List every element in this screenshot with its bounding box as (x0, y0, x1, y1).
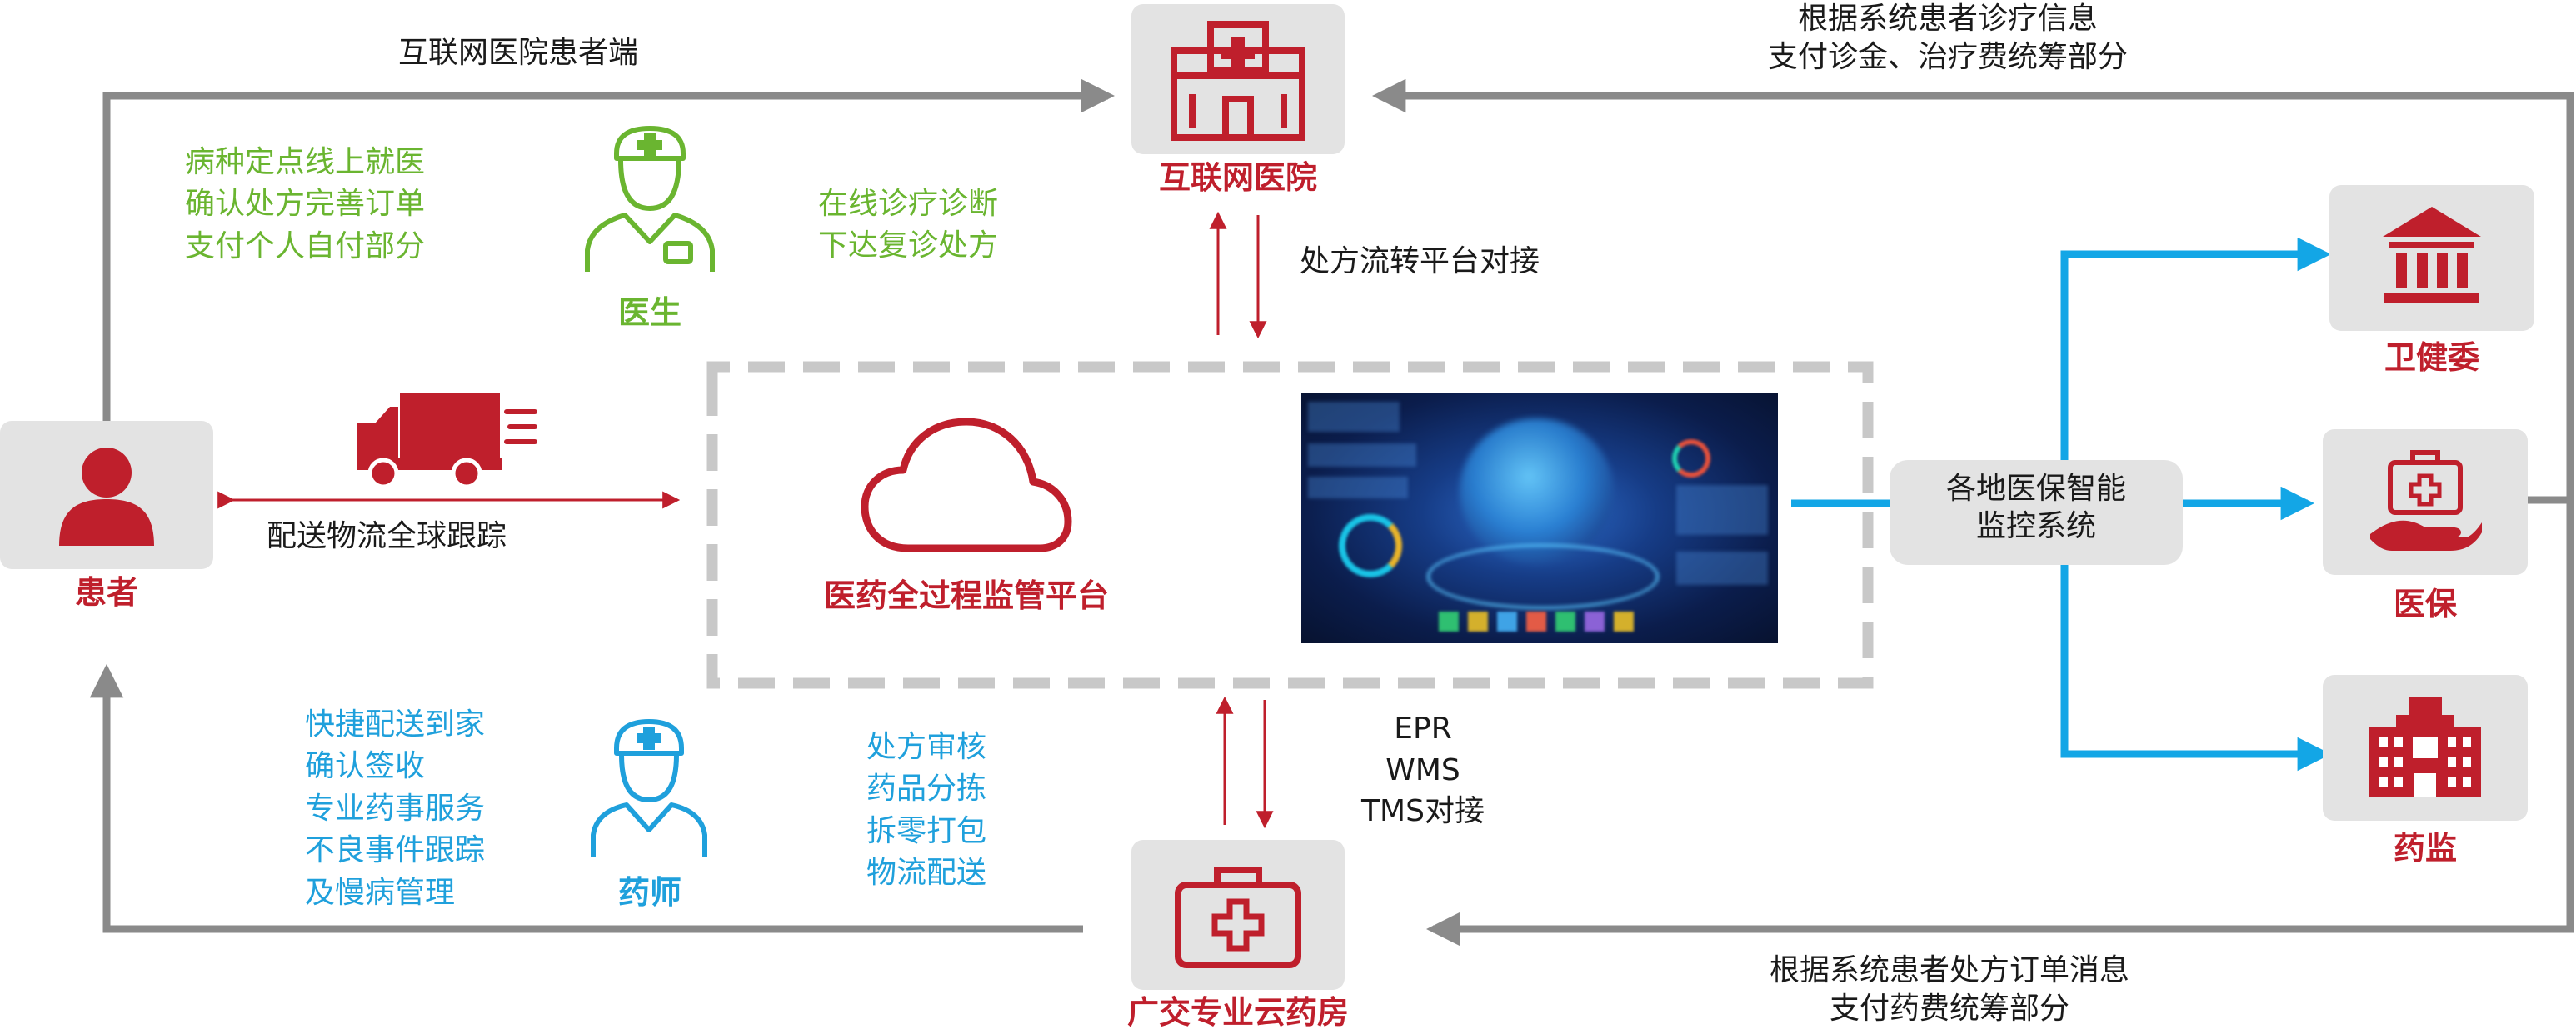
administration-building-icon (2369, 697, 2481, 797)
patient-actions-text: 病种定点线上就医 确认处方完善订单 支付个人自付部分 (185, 142, 425, 268)
hospital-node (1131, 4, 1345, 154)
top-right-flow-line-1: 根据系统患者诊疗信息 (1797, 2, 2098, 36)
hospital-label: 互联网医院 (1158, 159, 1317, 196)
logistics-label: 配送物流全球跟踪 (267, 519, 507, 553)
doctor-label: 医生 (617, 294, 681, 331)
prescription-link-label: 处方流转平台对接 (1300, 244, 1540, 278)
pharmacy-ops-text: 处方审核 药品分拣 拆零打包 物流配送 (866, 727, 986, 895)
platform-label: 医药全过程监管平台 (823, 578, 1109, 614)
pharmacy-label: 广交专业云药房 (1126, 994, 1349, 1031)
patient-action-2: 确认处方完善订单 (185, 187, 426, 222)
pharmacist-label: 药师 (617, 874, 681, 911)
platform-boundary (706, 361, 1874, 689)
hospital-building-icon (1171, 21, 1305, 141)
medical-insurance-node (2323, 429, 2528, 575)
delivery-service-1: 快捷配送到家 (305, 708, 486, 742)
patient-label: 患者 (74, 574, 138, 611)
doctor-action-2: 下达复诊处方 (818, 228, 999, 263)
top-right-flow-label: 根据系统患者诊疗信息 支付诊金、治疗费统筹部分 (1723, 0, 2173, 77)
doctor-icon (585, 126, 715, 272)
drug-admin-label: 药监 (2393, 830, 2457, 867)
monitoring-to-health-commission-arrow (2060, 237, 2332, 462)
pharmacy-node (1131, 840, 1345, 990)
medical-insurance-label: 医保 (2393, 586, 2457, 622)
dashboard-screenshot (1301, 393, 1778, 643)
top-left-flow-label: 互联网医院患者端 (398, 36, 639, 70)
monitoring-node: 各地医保智能 监控系统 (1890, 460, 2183, 565)
truck-icon (357, 393, 537, 489)
pharmacy-op-2: 药品分拣 (866, 772, 987, 807)
medical-kit-icon (1175, 867, 1301, 968)
insurance-hand-icon (2370, 450, 2482, 551)
patient-node (0, 421, 213, 569)
delivery-service-4: 不良事件跟踪 (305, 833, 486, 868)
delivery-service-3: 专业药事服务 (305, 791, 486, 826)
top-right-flow-line-2: 支付诊金、治疗费统筹部分 (1767, 40, 2128, 75)
patient-action-3: 支付个人自付部分 (185, 228, 426, 263)
bottom-right-flow-line-1: 根据系统患者处方订单消息 (1769, 953, 2129, 988)
monitoring-label-line-1: 各地医保智能 (1945, 472, 2126, 506)
delivery-services-text: 快捷配送到家 确认签收 专业药事服务 不良事件跟踪 及慢病管理 (305, 704, 485, 914)
pharmacy-op-4: 物流配送 (866, 856, 987, 891)
systems-text: EPR WMS TMS对接 (1323, 708, 1523, 832)
patient-action-1: 病种定点线上就医 (185, 145, 426, 179)
bottom-right-flow-line-2: 支付药费统筹部分 (1829, 992, 2069, 1027)
delivery-service-2: 确认签收 (305, 749, 426, 784)
insurance-to-hospital-arrow (1371, 78, 2574, 504)
person-icon (59, 448, 154, 546)
monitoring-to-drug-admin-arrow (2060, 546, 2332, 772)
doctor-actions-text: 在线诊疗诊断 下达复诊处方 (818, 183, 998, 268)
pharmacy-op-3: 拆零打包 (866, 813, 987, 848)
health-commission-node (2329, 185, 2534, 331)
pharmacy-op-1: 处方审核 (866, 730, 987, 764)
government-building-icon (2383, 207, 2481, 303)
health-commission-label: 卫健委 (2384, 339, 2479, 376)
doctor-action-1: 在线诊疗诊断 (818, 187, 999, 221)
insurance-to-pharmacy-arrow (1425, 500, 2574, 947)
system-2: WMS (1385, 752, 1460, 788)
system-3: TMS对接 (1361, 794, 1485, 829)
pharmacist-icon (591, 719, 707, 857)
monitoring-label-line-2: 监控系统 (1975, 509, 2096, 543)
patient-to-hospital-arrow (102, 78, 1116, 421)
cloud-icon (861, 418, 1072, 552)
pharmacy-to-patient-arrow (89, 663, 1083, 933)
bottom-right-flow-label: 根据系统患者处方订单消息 支付药费统筹部分 (1716, 952, 2183, 1028)
drug-admin-node (2323, 675, 2528, 821)
system-1: EPR (1394, 712, 1452, 746)
delivery-service-5: 及慢病管理 (305, 875, 456, 910)
